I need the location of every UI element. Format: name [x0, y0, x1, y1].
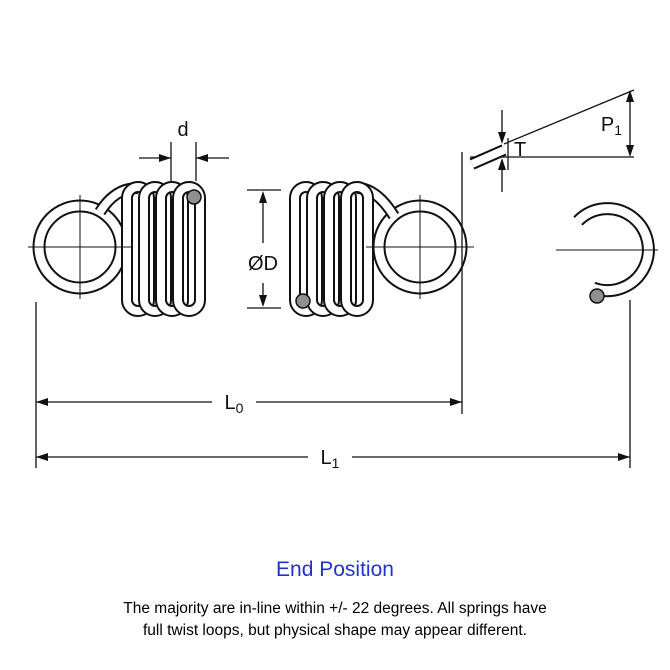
- hook-slant-reference-line: [503, 89, 635, 145]
- caption: The majority are in-line within +/- 22 d…: [0, 598, 670, 642]
- hook-tip-wire-inner: [470, 146, 506, 168]
- caption-line-2: full twist loops, but physical shape may…: [143, 622, 527, 639]
- wire-cut-section-end: [589, 288, 605, 304]
- dimension-thickness: T: [498, 110, 526, 192]
- wire-cut-section-right: [295, 293, 311, 309]
- dimension-wire-diameter: d: [139, 119, 229, 181]
- arrowhead: [618, 453, 630, 461]
- arrowhead: [626, 145, 634, 157]
- centerlines: [28, 195, 658, 299]
- arrowhead: [450, 398, 462, 406]
- end-position-title: End Position: [276, 558, 394, 581]
- dimension-overall-length: L1: [36, 300, 631, 471]
- dimension-hook-variation: P1: [601, 90, 634, 157]
- overall-length-label: L1: [321, 447, 340, 471]
- arrowhead: [498, 132, 506, 144]
- spring-body: [32, 181, 655, 317]
- caption-line-1: The majority are in-line within +/- 22 d…: [123, 600, 547, 617]
- hook-variation-label: P1: [601, 114, 622, 138]
- arrowhead: [36, 398, 48, 406]
- arrowhead: [626, 90, 634, 102]
- arrowhead: [36, 453, 48, 461]
- arrowhead: [259, 295, 267, 307]
- left-coil-group: [121, 181, 206, 317]
- extension-spring-diagram: d ØD L0: [28, 89, 658, 471]
- arrowhead: [196, 154, 208, 162]
- arrowhead: [259, 191, 267, 203]
- end-hook-inner: [574, 204, 653, 296]
- free-length-label: L0: [225, 392, 244, 416]
- dimension-free-length: L0: [35, 152, 463, 468]
- wire-diameter-label: d: [177, 119, 188, 141]
- wire-cut-section-left: [186, 189, 202, 205]
- outer-diameter-label: ØD: [248, 253, 278, 275]
- right-coil-group: [289, 181, 374, 317]
- arrowhead: [159, 154, 171, 162]
- thickness-label: T: [514, 139, 526, 161]
- arrowhead: [498, 158, 506, 170]
- footer: End Position The majority are in-line wi…: [0, 558, 670, 642]
- dimension-outer-diameter: ØD: [247, 189, 281, 309]
- end-position-detail: [469, 89, 635, 170]
